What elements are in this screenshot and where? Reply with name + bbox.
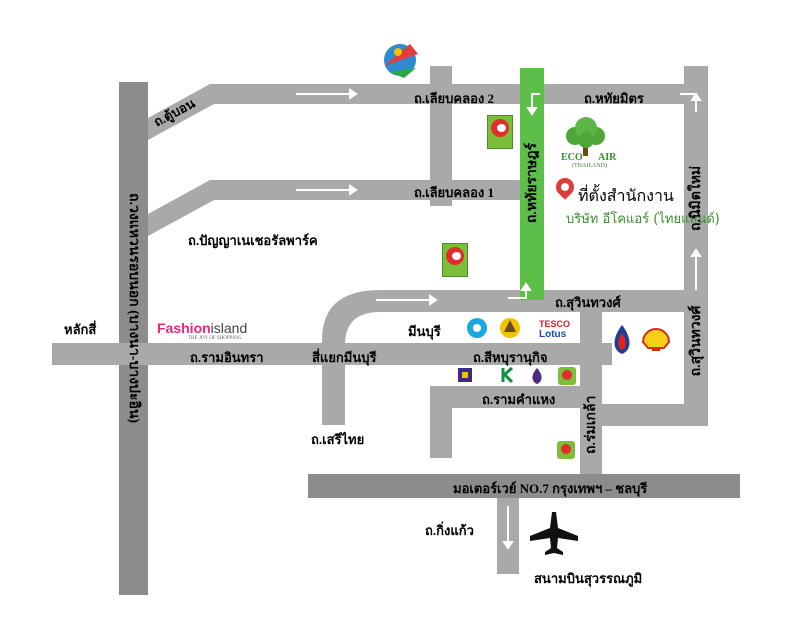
eco-air-logo-text-1: ECO (561, 152, 583, 163)
label-hathaimit: ถ.หทัยมิตร (584, 91, 644, 106)
tesco-logo-2: Lotus (539, 329, 567, 340)
label-suwinthawong: ถ.สุวินทวงศ์ (555, 295, 621, 310)
fashion-island-part-1: Fashion (157, 320, 211, 336)
label-min-buri: มีนบุรี (408, 324, 441, 339)
kbank-icon (501, 366, 514, 384)
shell-icon (641, 328, 671, 351)
direction-arrows (296, 88, 702, 550)
label-airport: สนามบินสุวรรณภูมิ (534, 571, 643, 586)
office-company: บริษัท อีโคแอร์ (ไทยแลนด์) (566, 212, 720, 227)
road-ring-road (119, 82, 148, 595)
road-ramkhamhaeng (430, 386, 602, 408)
label-ring-road: ถ.วงแหวนรอบนอก (บางนา-บางปะอิน) (126, 193, 141, 424)
label-liap-khlong-1: ถ.เลียบคลอง 1 (414, 185, 494, 200)
road-ramkhamhaeng-down (430, 386, 452, 458)
airplane-icon (530, 512, 578, 555)
road-connector-top (430, 66, 452, 206)
label-hathairat: ถ.หทัยราษฎร์ (525, 142, 540, 224)
krungthai-icon (467, 318, 487, 338)
label-king-kaeo: ถ.กิ่งแก้ว (425, 523, 474, 538)
bangkok-bank-icon (458, 368, 472, 382)
label-seri-thai: ถ.เสรีไทย (311, 432, 365, 447)
label-ramkhamhaeng: ถ.รามคำแหง (482, 392, 556, 407)
label-suwinthawong-right: ถ.สุวินทวงศ์ (689, 305, 704, 377)
fashion-island-logo: Fashionisland (157, 320, 247, 336)
eco-air-logo-sub: (THAILAND) (572, 163, 607, 169)
road-motorway (308, 474, 740, 498)
label-min-buri-junction: สี่แยกมีนบุรี (312, 350, 377, 365)
label-lak-si: หลักสี่ (64, 322, 97, 337)
label-panya: ถ.ปัญญาเนเชอรัลพาร์ค (188, 233, 318, 248)
road-ram-klao (580, 312, 602, 478)
road-nimit-mai (684, 66, 708, 426)
road-liap-khlong-1 (148, 180, 532, 236)
scb-icon (532, 368, 542, 384)
label-motorway: มอเตอร์เวย์ NO.7 กรุงเทพฯ – ชลบุรี (453, 481, 648, 496)
road-right-box (602, 404, 708, 426)
label-nimit-mai: ถ.นิมิตใหม่ (689, 165, 704, 231)
big-c-icon (557, 441, 575, 459)
fashion-island-tagline: THE JOY OF SHOPPING (188, 336, 242, 341)
krungsri-icon (500, 318, 520, 338)
label-ram-klao: ถ.ร่มเกล้า (584, 395, 599, 454)
roads (52, 66, 740, 595)
road-suwinthawong (380, 290, 684, 312)
fashion-island-part-2: island (210, 320, 248, 336)
road-curve-seri-thai (322, 290, 380, 425)
eco-air-logo-text-2: AIR (598, 152, 617, 163)
office-title: ที่ตั้งสำนักงาน (578, 186, 674, 205)
big-c-icon (487, 115, 513, 149)
tesco-logo-1: TESCO (539, 319, 571, 329)
eco-air-tree-icon (566, 117, 605, 156)
big-c-icon (558, 367, 576, 385)
label-ramintra: ถ.รามอินทรา (190, 350, 264, 365)
road-hathaimit (532, 84, 706, 104)
label-liap-khlong-2: ถ.เลียบคลอง 2 (414, 91, 494, 106)
siam-park-icon (384, 44, 418, 78)
big-c-icon (442, 243, 468, 277)
ptt-icon (614, 325, 630, 354)
road-ramintra (52, 343, 612, 365)
label-sukhaphiban: ถ.สีหบุรานุกิจ (473, 350, 548, 365)
